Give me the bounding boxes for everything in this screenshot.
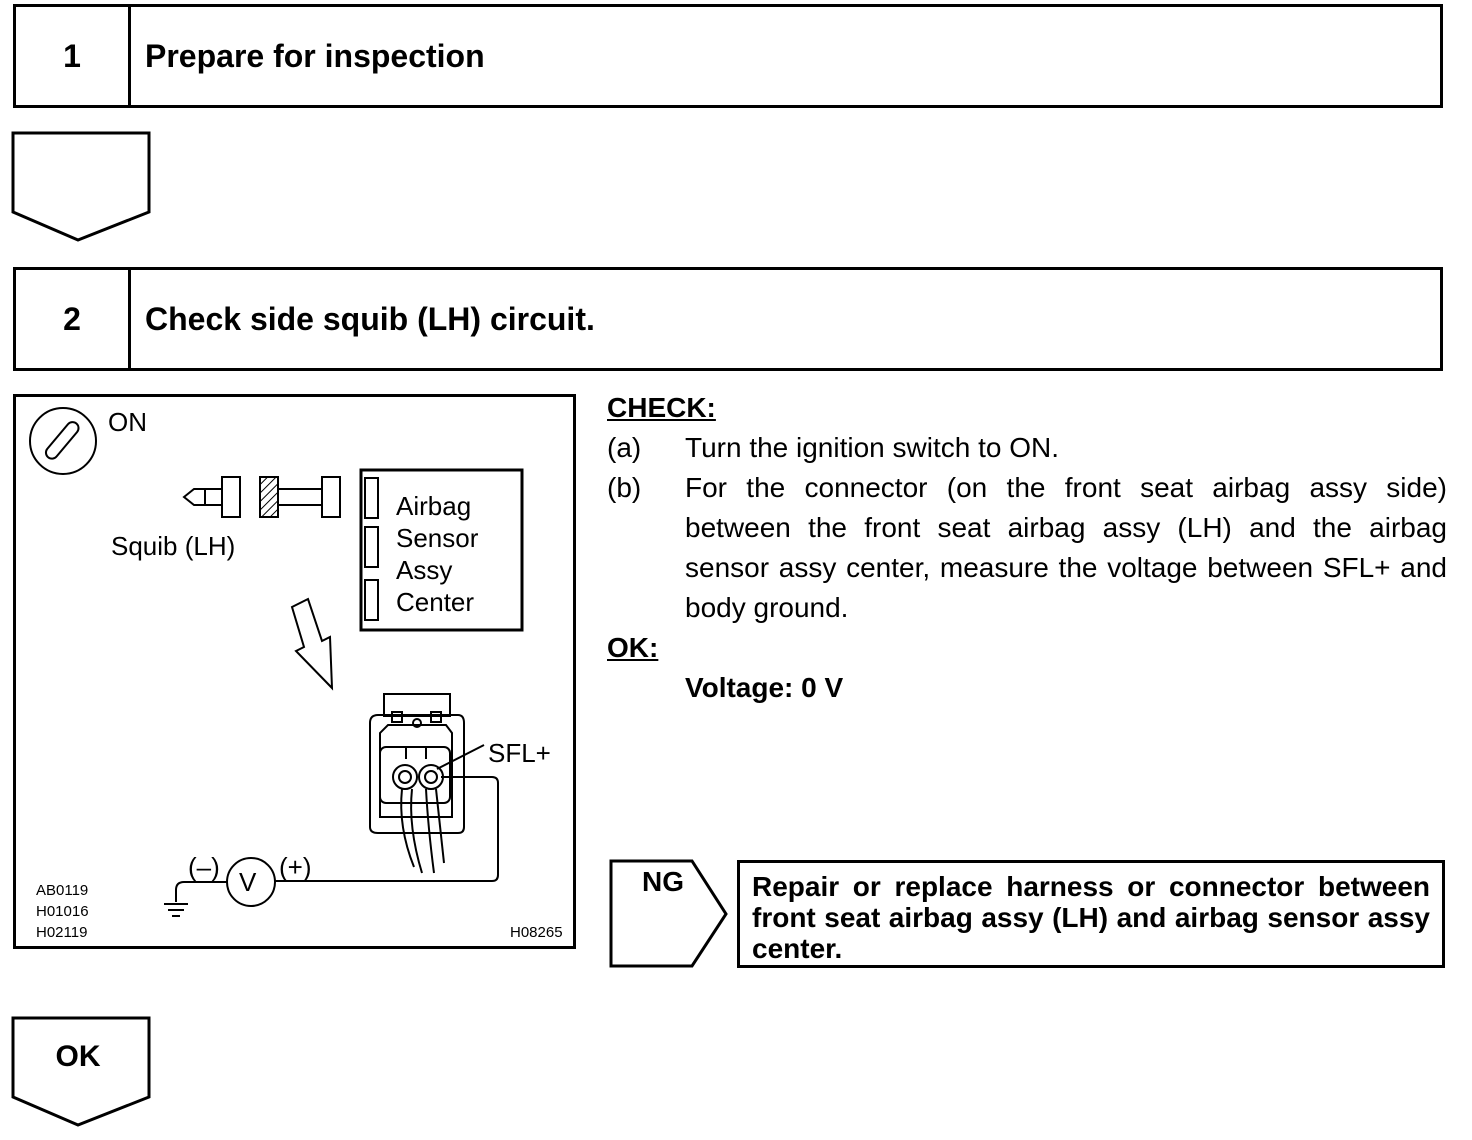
- check-item-text: For the connector (on the front seat air…: [685, 472, 1447, 623]
- ng-action-box: Repair or replace harness or connector b…: [737, 860, 1445, 968]
- check-heading: CHECK:: [607, 392, 716, 423]
- check-section: CHECK: (a) Turn the ignition switch to O…: [607, 388, 1447, 708]
- down-arrow-icon: [290, 597, 334, 691]
- step-2-title: Check side squib (LH) circuit.: [145, 300, 595, 337]
- step-1-number: 1: [16, 7, 131, 105]
- step-2-header: 2 Check side squib (LH) circuit.: [13, 267, 1443, 371]
- ok-flow-arrow: [11, 1016, 151, 1127]
- ref-code-1: AB0119: [36, 882, 89, 899]
- sensor-label-line-3: Assy: [396, 555, 453, 585]
- circuit-diagram: ON Squib (LH) Airbag Sensor Assy Center …: [13, 394, 576, 949]
- sensor-label-line-2: Sensor: [396, 523, 479, 553]
- sensor-label-line-4: Center: [396, 587, 475, 617]
- sensor-label-line-1: Airbag: [396, 491, 472, 521]
- airbag-sensor-box: [359, 468, 524, 632]
- step-1-title: Prepare for inspection: [145, 37, 485, 74]
- flow-arrow-down: [11, 131, 151, 242]
- check-item-label: (b): [607, 472, 642, 503]
- check-item: (b) For the connector (on the front seat…: [607, 468, 1447, 628]
- step-2-number: 2: [16, 270, 131, 368]
- diagram-drawing: [29, 407, 524, 917]
- connector-icon: [369, 693, 465, 874]
- squib-label: Squib (LH): [111, 531, 236, 561]
- ignition-key-icon: [29, 407, 97, 475]
- ng-arrow: [609, 859, 728, 968]
- ignition-on-label: ON: [108, 407, 147, 437]
- plus-label: (+): [279, 852, 312, 882]
- ground-icon: [164, 903, 188, 917]
- ref-code-2: H01016: [36, 903, 89, 920]
- check-item-label: (a): [607, 432, 642, 463]
- squib-connector-icon: [182, 476, 341, 518]
- minus-label: (–): [188, 852, 220, 882]
- ok-flow-label: OK: [55, 1040, 101, 1073]
- ref-code-3: H02119: [36, 924, 88, 941]
- check-item-text: Turn the ignition switch to ON.: [685, 432, 1060, 463]
- figure-code: H08265: [510, 924, 563, 941]
- sfl-plus-label: SFL+: [488, 738, 551, 768]
- ng-label: NG: [642, 866, 684, 897]
- step-1-header: 1 Prepare for inspection: [13, 4, 1443, 108]
- ng-action-text: Repair or replace harness or connector b…: [752, 871, 1430, 964]
- check-item: (a) Turn the ignition switch to ON.: [607, 428, 1447, 468]
- voltmeter-symbol: V: [239, 867, 257, 897]
- ok-spec: Voltage: 0 V: [685, 672, 844, 703]
- ok-heading: OK:: [607, 632, 659, 663]
